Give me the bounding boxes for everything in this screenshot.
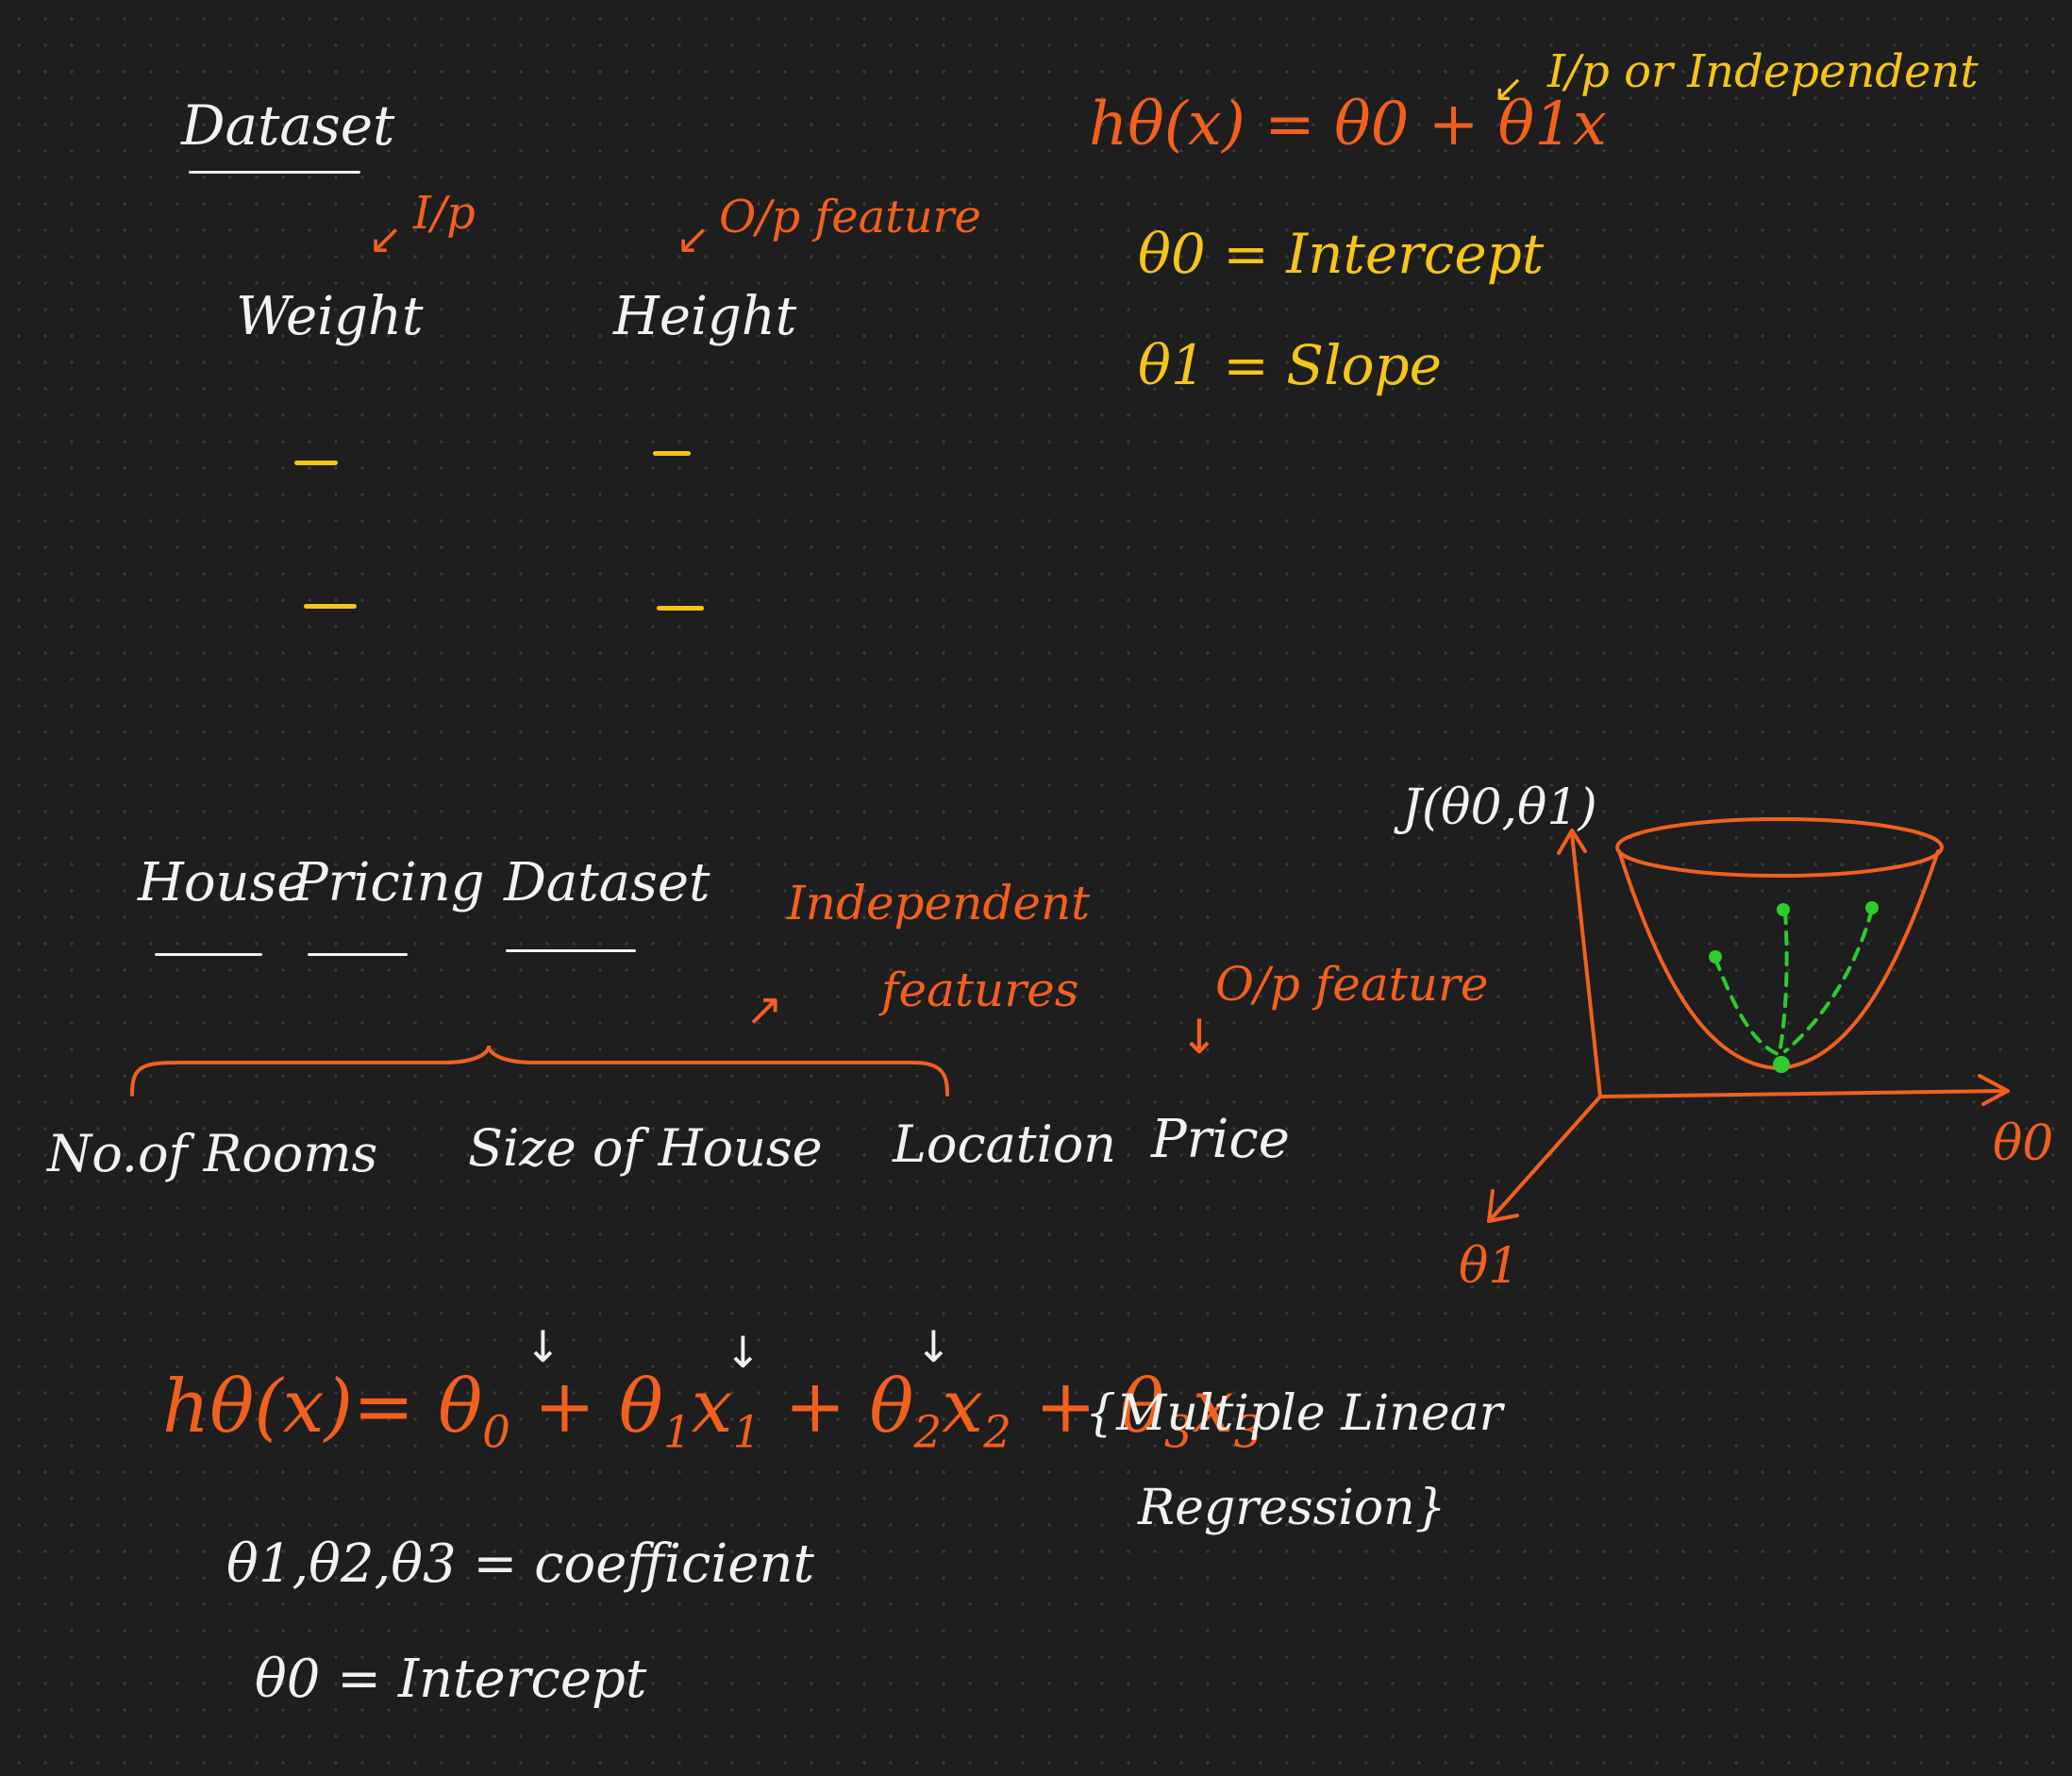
height-row-1 xyxy=(653,451,691,456)
mh-plus-1: + xyxy=(533,1365,596,1449)
bowl-rim xyxy=(1615,817,1944,878)
independent-features-line-2: features xyxy=(881,963,1079,1017)
theta0-axis-label: θ0 xyxy=(1993,1115,2054,1172)
dataset-title: Dataset xyxy=(181,93,395,158)
gradient-descent-paths xyxy=(1713,908,1874,1057)
mh-x1: x xyxy=(691,1365,733,1449)
mh-x3: x xyxy=(1192,1365,1234,1449)
axis-j-arrowhead xyxy=(1557,829,1587,855)
dataset-title-underline xyxy=(189,171,360,174)
mh-x3-sub: 3 xyxy=(1233,1407,1262,1459)
mh-plus-3: + xyxy=(1034,1365,1097,1449)
feature-size-of-house: Size of House xyxy=(468,1118,823,1178)
mh-theta1-sub: 1 xyxy=(662,1407,692,1459)
feature-location: Location xyxy=(893,1114,1117,1174)
mh-plus-2: + xyxy=(784,1365,846,1449)
mh-theta3: θ xyxy=(1119,1365,1164,1449)
mh-theta2: θ xyxy=(869,1365,914,1449)
multiple-regression-note-2: Regression} xyxy=(1138,1480,1446,1536)
height-row-2 xyxy=(657,606,704,611)
mh-theta0: θ xyxy=(438,1365,483,1449)
mh-eq: = xyxy=(353,1365,415,1449)
house-title-underline-3 xyxy=(506,949,636,952)
column-weight: Weight xyxy=(236,286,424,347)
weight-row-2 xyxy=(304,604,357,609)
column-height: Height xyxy=(613,286,797,347)
price-arrow-icon: ↓ xyxy=(1179,1010,1219,1064)
gradient-start-points xyxy=(1709,901,1879,1073)
coefficient-def: θ1,θ2,θ3 = coefficient xyxy=(226,1533,814,1595)
feature-no-of-rooms: No.of Rooms xyxy=(47,1124,378,1183)
axis-theta0-arrowhead xyxy=(1978,1074,2010,1106)
ip-arrow-icon: ↙ xyxy=(368,215,403,263)
axis-theta1 xyxy=(1489,1095,1602,1221)
house-title-underline-2 xyxy=(308,953,408,956)
ip-independent-arrow-icon: ↙ xyxy=(1493,67,1525,110)
mh-theta1: θ xyxy=(618,1365,663,1449)
weight-row-1 xyxy=(294,461,338,465)
op-feature-tag: O/p feature xyxy=(719,191,981,243)
mh-x1-sub: 1 xyxy=(732,1407,761,1459)
house-title-word-2: Pricing xyxy=(292,852,485,913)
theta1-slope-def: θ1 = Slope xyxy=(1138,333,1442,397)
axis-theta0 xyxy=(1598,1089,2008,1098)
axis-j xyxy=(1570,832,1602,1098)
location-down-arrow-icon: ↓ xyxy=(915,1321,952,1372)
mh-x2-sub: 2 xyxy=(983,1407,1011,1459)
mh-h: hθ(x) xyxy=(162,1365,354,1449)
bowl-surface xyxy=(1617,849,1940,1071)
house-title-word-1: House xyxy=(138,852,309,913)
mh-theta3-sub: 3 xyxy=(1163,1407,1193,1459)
simple-hypothesis: hθ(x) = θ0 + θ1x xyxy=(1089,90,1607,159)
size-down-arrow-icon: ↓ xyxy=(725,1327,761,1378)
independent-features-line-1: Independent xyxy=(787,876,1091,930)
mh-x2: x xyxy=(942,1365,984,1449)
op-arrow-icon: ↙ xyxy=(676,215,710,263)
target-price: Price xyxy=(1151,1109,1290,1170)
theta0-intercept-def: θ0 = Intercept xyxy=(1138,222,1545,286)
features-brace xyxy=(130,1045,949,1097)
independent-arrow-icon: ↗ xyxy=(745,983,784,1036)
house-title-word-3: Dataset xyxy=(504,852,710,913)
cost-function-label: J(θ0,θ1) xyxy=(1402,779,1597,836)
mh-theta2-sub: 2 xyxy=(913,1407,943,1459)
ip-independent-note: I/p or Independent xyxy=(1547,45,1979,98)
multiple-regression-note-1: {Multiple Linear xyxy=(1085,1385,1503,1442)
op-feature-price-tag: O/p feature xyxy=(1215,957,1489,1012)
intercept-def: θ0 = Intercept xyxy=(255,1649,647,1710)
axis-theta1-arrowhead xyxy=(1487,1189,1519,1223)
mh-theta0-sub: 0 xyxy=(482,1407,510,1459)
house-title-underline-1 xyxy=(155,953,262,956)
multiple-hypothesis: hθ(x)= θ0 + θ1x1 + θ2x2 + θ3x3 xyxy=(162,1370,1262,1455)
theta1-axis-label: θ1 xyxy=(1459,1238,1520,1295)
rooms-down-arrow-icon: ↓ xyxy=(525,1321,561,1372)
ip-tag: I/p xyxy=(413,187,476,240)
